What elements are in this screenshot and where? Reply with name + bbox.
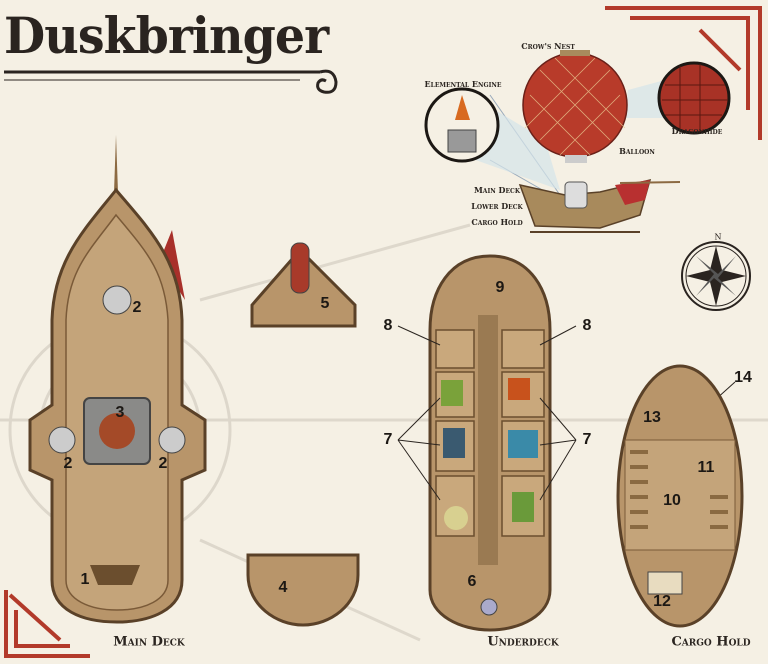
label-crows-nest: Crow's Nest	[521, 41, 575, 51]
area-6: 6	[467, 573, 477, 590]
area-2: 2	[158, 455, 168, 472]
area-7: 7	[383, 431, 393, 448]
engine-inset	[424, 87, 500, 163]
area-8: 8	[383, 317, 393, 334]
area-11: 11	[697, 459, 715, 476]
area-8: 8	[582, 317, 592, 334]
main-deck-ship	[28, 135, 207, 624]
compass-north: N	[714, 232, 722, 242]
area-1: 1	[80, 571, 90, 588]
area-9: 9	[495, 279, 505, 296]
label-main-deck: Main Deck	[473, 185, 521, 195]
area-14: 14	[734, 369, 752, 386]
area-2: 2	[132, 299, 142, 316]
caption-cargo-hold: Cargo Hold	[671, 634, 751, 650]
area-12: 12	[653, 593, 671, 610]
label-dragonhide: Dragonhide	[671, 126, 723, 136]
airship-diagram	[424, 50, 731, 233]
area-3: 3	[115, 404, 125, 421]
title-rule	[4, 69, 338, 94]
label-cargo-hold: Cargo Hold	[471, 217, 523, 227]
cargo-hold-ship	[616, 364, 744, 628]
caption-main-deck: Main Deck	[113, 634, 185, 650]
room-4	[246, 553, 360, 627]
room-5	[250, 242, 357, 328]
caption-underdeck: Underdeck	[487, 634, 559, 650]
corner-ornament-bottom-left	[4, 590, 90, 658]
label-lower-deck: Lower Deck	[471, 201, 523, 211]
area-13: 13	[643, 409, 661, 426]
label-balloon: Balloon	[619, 146, 655, 156]
compass-rose	[681, 241, 751, 311]
map-title: Duskbringer	[4, 6, 329, 65]
label-elemental-engine: Elemental Engine	[424, 79, 502, 89]
area-5: 5	[320, 295, 330, 312]
underdeck-ship	[428, 254, 552, 632]
corner-ornament-top-right	[605, 6, 762, 140]
area-10: 10	[663, 492, 681, 509]
dragonhide-inset	[657, 61, 731, 135]
area-2: 2	[63, 455, 73, 472]
area-7: 7	[582, 431, 592, 448]
area-4: 4	[278, 579, 288, 596]
